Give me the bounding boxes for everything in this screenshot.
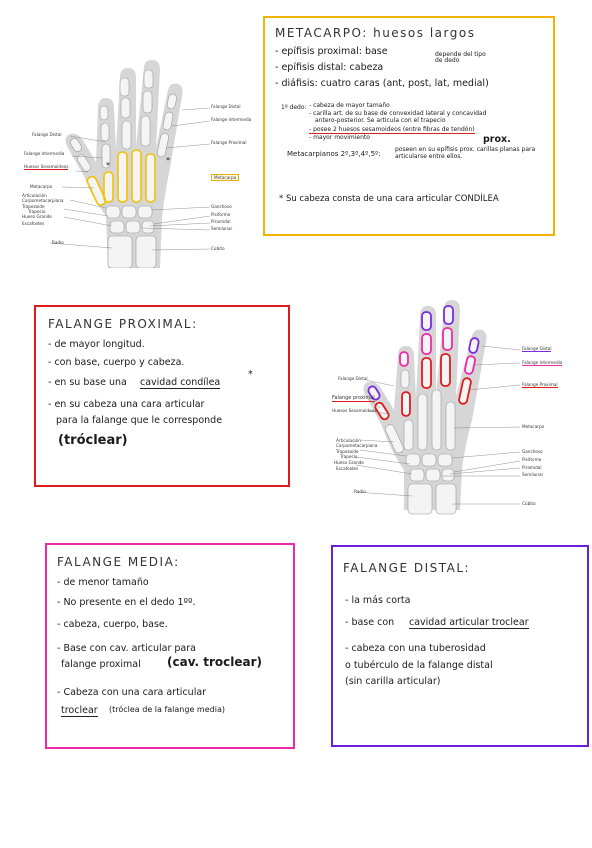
- label-metacarpo-left: Metacarpo: [30, 184, 53, 189]
- label-falange-distal-right: Falange Distal: [211, 104, 241, 109]
- note-line-epifisis-distal: - epífisis distal: cabeza: [275, 62, 384, 73]
- note-label-primer-dedo: 1º dedo:: [281, 104, 307, 111]
- label-cubito: Cúbito: [211, 246, 225, 251]
- label-piramidal: Piramidal: [211, 219, 231, 224]
- label-falange-intermedia-right-2: Falange Intermedia: [522, 360, 563, 366]
- hand-skeleton-illustration: * *: [49, 60, 211, 268]
- label-metacarpo-2: Metacarpo: [522, 424, 545, 429]
- note-line-cabeza-cuerpo-base: - cabeza, cuerpo, base.: [57, 619, 168, 630]
- label-articulacion-2: Articulación: [336, 438, 361, 443]
- note-line-falange-corresponde: para la falange que le corresponde: [56, 415, 223, 426]
- label-piramidal-2: Piramidal: [522, 465, 542, 470]
- label-falange-proximal-left-2: Falange proximal: [332, 395, 375, 402]
- note-line-troclea-falange-media: (tróclea de la falange media): [109, 705, 225, 714]
- note-line-no-presente: - No presente en el dedo 1ºº.: [57, 597, 196, 608]
- note-card-falange-distal: FALANGE DISTAL: - la más corta - base co…: [331, 545, 589, 747]
- note-line-carilla: - carilla art. de su base de convexidad …: [309, 110, 487, 117]
- note-title-falange-media: FALANGE MEDIA:: [57, 555, 180, 569]
- note-line-mayor-longitud: - de mayor longitud.: [48, 339, 145, 350]
- note-line-epifisis-proximal: - epífisis proximal: base: [275, 46, 388, 57]
- note-line-base-cavidad-prefix: - en su base una: [48, 377, 127, 388]
- note-line-sesamoideos: - posee 2 huesos sesamoideos (entre fibr…: [309, 126, 475, 134]
- label-pisiforme: Pisiforme: [211, 212, 231, 217]
- note-title-falange-distal: FALANGE DISTAL:: [343, 561, 471, 575]
- note-line-cabeza-cara: - en su cabeza una cara articular: [48, 399, 205, 410]
- label-trapezoide-2: Trapezoide: [336, 449, 359, 454]
- label-trapecio: Trapecio: [28, 209, 46, 214]
- note-line-mas-corta: - la más corta: [345, 595, 411, 606]
- label-carpometacarpiana-2: Carpometacarpiana: [336, 443, 378, 448]
- note-card-metacarpo: METACARPO: huesos largos - epífisis prox…: [263, 16, 555, 236]
- hand-skeleton-falanges-illustration: [355, 300, 521, 515]
- svg-text:*: *: [106, 161, 110, 170]
- label-huesos-sesamoideos: Huesos Sesamoideos: [24, 164, 69, 170]
- note-title-falange-proximal: FALANGE PROXIMAL:: [48, 317, 198, 331]
- label-cubito-2: Cúbito: [522, 501, 536, 506]
- note-prox-mark: prox.: [483, 134, 511, 145]
- hand-diagram-metacarpo: * * Falange Distal Falange Intermedia Fa…: [22, 38, 252, 268]
- note-line-base-cuerpo-cabeza: - con base, cuerpo y cabeza.: [48, 357, 185, 368]
- label-escafoides-2: Escafoides: [336, 466, 359, 471]
- label-articulacion: Articulación: [22, 193, 47, 198]
- label-falange-distal-left: Falange Distal: [32, 132, 62, 137]
- label-falange-proximal-right-2: Falange Proximal: [522, 382, 558, 388]
- hand-diagram-falanges: Falange Distal Falange Intermedia Falang…: [332, 290, 572, 520]
- note-line-tuberosidad: - cabeza con una tuberosidad: [345, 643, 486, 654]
- label-semilunar-2: Semilunar: [522, 472, 544, 477]
- label-trapecio-2: Trapecio: [340, 454, 358, 459]
- note-line-cavidad-troclear: cavidad articular troclear: [409, 617, 529, 629]
- note-card-falange-media: FALANGE MEDIA: - de menor tamaño - No pr…: [45, 543, 295, 749]
- label-radio-2: Radio: [354, 489, 366, 494]
- note-line-tuberculo: o tubérculo de la falange distal: [345, 660, 493, 671]
- note-line-menor-tamano: - de menor tamaño: [57, 577, 149, 588]
- label-falange-distal-left-2: Falange Distal: [338, 376, 368, 381]
- label-falange-intermedia-right: Falange Intermedia: [211, 117, 252, 122]
- label-metacarpo-highlighted: Metacarpo: [211, 174, 240, 181]
- note-line-cav-troclear: (cav. troclear): [167, 655, 263, 669]
- note-line-cabeza-mayor: - cabeza de mayor tamaño: [309, 102, 390, 109]
- note-line-cabeza-cara-articular: - Cabeza con una cara articular: [57, 687, 207, 698]
- label-ganchoso-2: Ganchoso: [522, 449, 543, 454]
- note-line-base-cav-articular: - Base con cav. articular para: [57, 643, 196, 654]
- label-trapezoide: Trapezoide: [22, 204, 45, 209]
- label-falange-proximal: Falange Proximal: [211, 140, 247, 145]
- note-line-troclear: (tróclear): [58, 433, 128, 448]
- label-carpometacarpiana: Carpometacarpiana: [22, 198, 64, 203]
- label-pisiforme-2: Pisiforme: [522, 457, 542, 462]
- label-hueso-grande: Hueso Grande: [22, 214, 52, 219]
- note-star-mark: *: [248, 369, 253, 380]
- label-radio: Radio: [52, 240, 64, 245]
- note-line-cavidad-condilea: cavidad condílea: [140, 377, 221, 389]
- label-ganchoso: Ganchoso: [211, 204, 232, 209]
- note-line-diafisis: - diáfisis: cuatro caras (ant, post, lat…: [275, 78, 489, 89]
- note-side-depende: depende del tipo de dedo: [435, 51, 486, 64]
- label-falange-intermedia-left: Falange Intermedia: [24, 151, 65, 156]
- label-hueso-grande-2: Hueso Grande: [334, 460, 364, 465]
- note-title-metacarpo: METACARPO: huesos largos: [275, 26, 476, 40]
- label-semilunar: Semilunar: [211, 226, 233, 231]
- label-falange-distal-right-2: Falange Distal: [522, 346, 552, 352]
- note-line-antero-posterior: antero-posterior. Se articula con el tra…: [315, 117, 446, 124]
- note-label-metacarpianos: Metacarpianos 2º,3º,4º,5º:: [287, 150, 381, 158]
- note-line-mayor-movimiento: - mayor movimiento: [309, 134, 370, 141]
- label-huesos-sesamoideos-2: Huesos Sesamoideos: [332, 408, 377, 413]
- label-escafoides: Escafoides: [22, 221, 45, 226]
- note-line-troclear-media: troclear: [61, 705, 98, 717]
- note-line-carillas-planas: poseen en su epífisis prox. carillas pla…: [395, 146, 536, 160]
- note-line-base-con: - base con: [345, 617, 395, 628]
- note-line-cabeza-condilea: * Su cabeza consta de una cara articular…: [279, 194, 499, 204]
- note-card-falange-proximal: FALANGE PROXIMAL: - de mayor longitud. -…: [34, 305, 290, 487]
- note-line-sin-carilla: (sin carilla articular): [345, 676, 441, 687]
- note-line-falange-proximal: falange proximal: [61, 659, 141, 670]
- svg-text:*: *: [166, 156, 170, 165]
